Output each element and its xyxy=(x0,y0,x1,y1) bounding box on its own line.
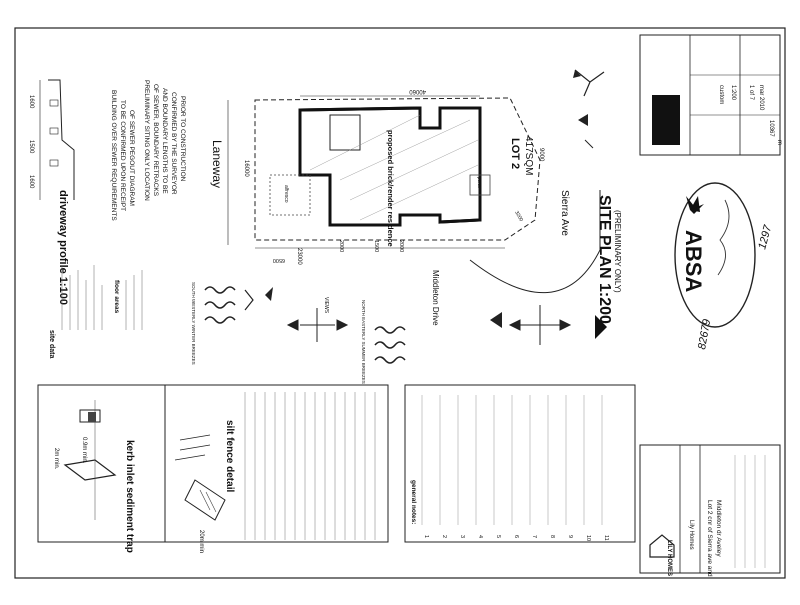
sewer-note-5: OF SEWER, BOUNDARY RETRACKS xyxy=(152,84,159,197)
lily-homes-house-icon xyxy=(649,534,675,558)
driveway-profile-block: driveway profile 1:100 xyxy=(57,190,69,305)
absa-stamp: ABSA 1297 xyxy=(674,182,774,328)
note-item-number: 10 xyxy=(585,535,591,541)
tb-client: Lily Homes xyxy=(688,520,694,550)
lot-boundary xyxy=(254,97,541,241)
corner-chord: 3200 xyxy=(513,210,524,223)
note-item-number: 4 xyxy=(477,535,483,538)
sewer-note-block: BUILDING OVER SEWER REQUIREMENTS TO BE C… xyxy=(110,80,186,221)
dim-2m: 2m min. xyxy=(53,448,59,470)
driveway-profile-sketch: 1600 1500 1600 xyxy=(28,79,75,200)
firm-logo xyxy=(652,95,680,145)
note-item-number: 3 xyxy=(459,535,465,538)
street-sierra-ave: Sierra Ave xyxy=(559,190,570,236)
notes-heading: general notes: xyxy=(410,480,417,524)
sewer-note-6: AND BOUNDARY LENGTHS TO BE xyxy=(161,88,168,194)
signature-mark xyxy=(717,199,730,276)
lot-area: 417SQM xyxy=(523,136,534,175)
page-border xyxy=(14,27,786,579)
driveway-level-1: 1600 xyxy=(28,95,34,109)
tb-job: custom xyxy=(718,85,724,104)
laneway-label: Laneway xyxy=(210,140,224,188)
site-data-heading: site data xyxy=(48,330,55,359)
driveway-profile-title: driveway profile 1:100 xyxy=(57,190,69,305)
alfresco-label: alfresco xyxy=(283,185,289,203)
kerb-trap-title: kerb inlet sediment trap xyxy=(124,440,135,553)
building-label: proposed brick/render residence xyxy=(386,130,395,247)
dim-20m: 20m min xyxy=(198,530,204,553)
tb-project-2: Middleton dr Aveley xyxy=(715,500,722,557)
note-item-number: 6 xyxy=(513,535,519,538)
tb-project-1: Lot 2 cnr of Sierra ave and xyxy=(706,500,713,577)
tb-drawing-no: 10367 xyxy=(768,120,774,137)
dim-6500: 6500 xyxy=(273,257,285,263)
title-block: custom 1:200 1 of 7 mar 2010 10367 m LIL… xyxy=(639,34,782,577)
breezes-sw-label: SOUTH WESTERLY WINTER BREEZES xyxy=(191,282,196,365)
sewer-note-3: OF SEWER PEGOUT DIAGRAM xyxy=(128,110,135,206)
views-label: VIEWS xyxy=(323,297,329,314)
dim-right: 9000 xyxy=(538,148,544,162)
views-arrow-icon-2 xyxy=(578,114,588,126)
sunburst-icon xyxy=(686,196,704,214)
sun-shading-icon xyxy=(490,312,502,328)
silt-fence-title: silt fence detail xyxy=(224,420,235,492)
north-arrow-icon xyxy=(574,69,605,97)
north-arrow-icon-2 xyxy=(595,315,607,339)
tb-revision: m xyxy=(776,140,782,145)
dim-left: 16000 xyxy=(243,160,249,177)
lot-label: LOT 2 xyxy=(509,138,521,169)
tb-date: mar 2010 xyxy=(758,85,764,111)
sewer-note-7: CONFIRMED BY THE SURVEYOR xyxy=(170,92,177,195)
note-item-number: 7 xyxy=(531,535,537,538)
site-plan-title: SITE PLAN 1:200 xyxy=(596,195,613,324)
porch-label: porch xyxy=(477,177,482,189)
driveway-level-3: 1600 xyxy=(28,175,34,189)
dim-setback-a: 2000 xyxy=(338,240,344,252)
sewer-note-1: BUILDING OVER SEWER REQUIREMENTS xyxy=(110,90,117,221)
site-boundary-plan: alfresco porch proposed brick/render res… xyxy=(210,69,622,326)
lily-homes-logo: LILY HOMES xyxy=(666,540,672,576)
note-item-number: 5 xyxy=(495,535,501,538)
driveway-level-2: 1500 xyxy=(28,140,34,154)
note-item-number: 9 xyxy=(567,535,573,538)
dim-top: 40060 xyxy=(409,88,426,94)
details-panel: kerb inlet sediment trap 2m min. 0.9m mi… xyxy=(37,384,389,553)
note-item-number: 1 xyxy=(423,535,429,538)
views-breeze-area: SOUTH WESTERLY WINTER BREEZES VIEWS NORT… xyxy=(191,282,607,384)
note-item-number: 11 xyxy=(603,535,609,541)
note-item-number: 2 xyxy=(441,535,447,538)
dim-09m: 0.9m min. xyxy=(81,437,87,464)
sewer-note-4: PRELIMINARY SITING ONLY LOCATION xyxy=(143,80,150,201)
dim-1500: 1500 xyxy=(373,240,379,252)
tb-scale: 1:200 xyxy=(730,85,736,101)
stamp-number: 1297 xyxy=(756,223,774,251)
absa-logo-text: ABSA xyxy=(681,230,706,292)
note-item-number: 8 xyxy=(549,535,555,538)
street-middleton-drive: Middleton Drive xyxy=(431,270,440,326)
breezes-ne-label: NORTH EASTERLY SUMMER BREEZES xyxy=(361,300,366,384)
views-arrow-icon-1 xyxy=(265,287,273,301)
general-notes: general notes: 1 2 3 4 5 6 7 8 9 10 11 xyxy=(404,384,636,543)
tb-sheet: 1 of 7 xyxy=(748,85,754,101)
floor-areas-label: floor areas xyxy=(113,280,120,314)
sewer-note-2: TO BE CONFIRMED UPON RECEIPT xyxy=(119,100,126,211)
dim-bottom: 23000 xyxy=(296,248,302,265)
sewer-note-8: PRIOR TO CONSTRUCTION xyxy=(179,96,186,182)
site-data-block: site data floor areas xyxy=(48,265,143,359)
dim-setback-b: 2000 xyxy=(398,240,404,252)
margin-handwritten-number: 82679 xyxy=(696,318,713,350)
site-plan-subtitle: (PRELIMINARY ONLY) xyxy=(613,210,622,293)
